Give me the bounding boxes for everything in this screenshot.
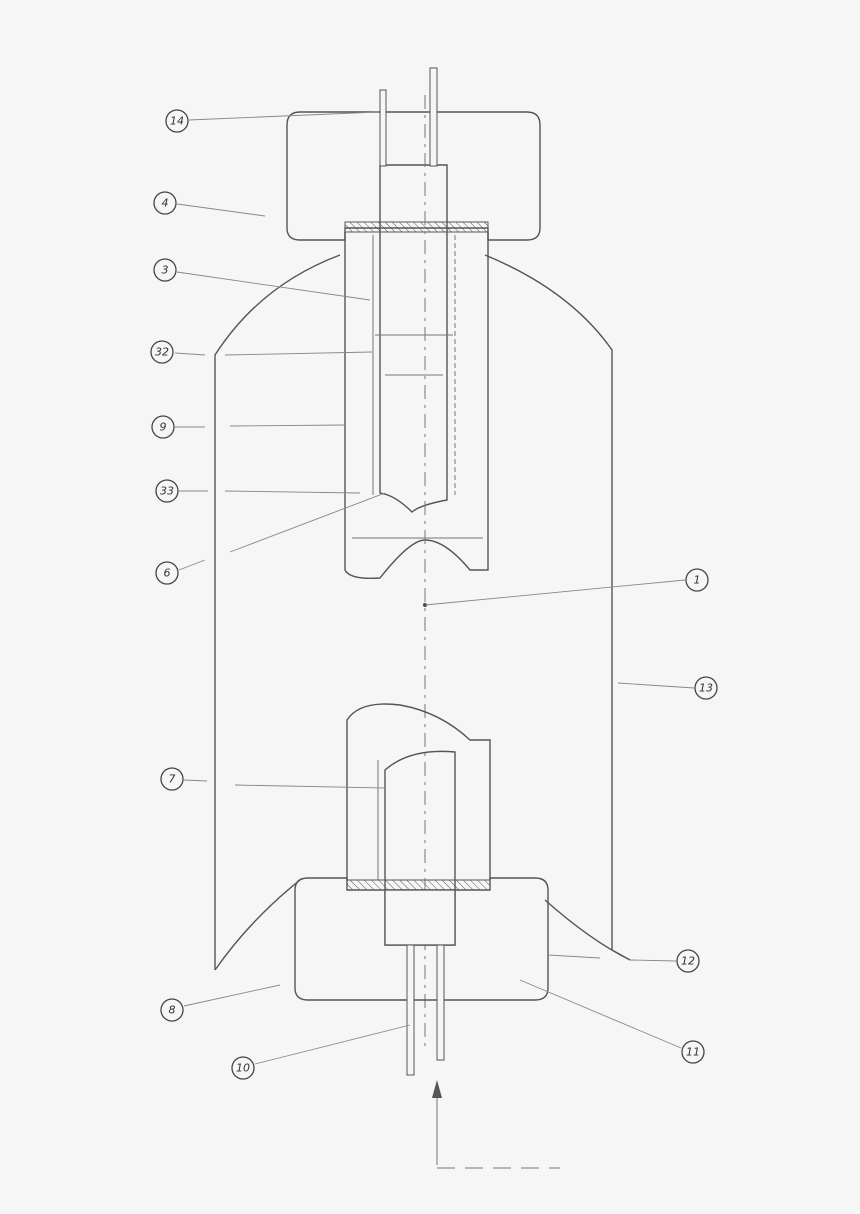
svg-text:14: 14 (170, 115, 184, 128)
label-9: 9 (151, 415, 175, 439)
svg-text:13: 13 (699, 682, 713, 695)
svg-text:4: 4 (162, 197, 169, 210)
label-14: 14 (165, 109, 189, 133)
label-10: 10 (231, 1056, 255, 1080)
bottom-lead-wires (406, 944, 445, 1076)
top-lead-wires (379, 67, 438, 167)
svg-text:32: 32 (155, 346, 169, 359)
label-3: 3 (153, 258, 177, 282)
svg-text:10: 10 (236, 1062, 250, 1075)
svg-text:11: 11 (686, 1046, 700, 1059)
label-13: 13 (694, 676, 718, 700)
label-32: 32 (150, 340, 174, 364)
outer-envelope (214, 254, 631, 971)
upper-electrode-cavity (344, 232, 489, 580)
label-11: 11 (681, 1040, 705, 1064)
svg-text:33: 33 (160, 485, 174, 498)
flow-arrow (432, 1080, 560, 1169)
label-8: 8 (160, 998, 184, 1022)
upper-inner-tube (379, 164, 448, 513)
svg-text:1: 1 (694, 574, 701, 587)
lower-electrode-cavity (346, 703, 491, 880)
svg-text:7: 7 (169, 773, 176, 786)
label-12: 12 (676, 949, 700, 973)
svg-text:3: 3 (162, 264, 169, 277)
bottom-cap (294, 877, 549, 1001)
svg-text:8: 8 (169, 1004, 176, 1017)
svg-text:9: 9 (160, 421, 167, 434)
label-6: 6 (155, 561, 179, 585)
label-33: 33 (155, 479, 179, 503)
svg-text:12: 12 (681, 955, 695, 968)
label-1: 1 (685, 568, 709, 592)
label-7: 7 (160, 767, 184, 791)
top-cap (286, 111, 541, 241)
label-4: 4 (153, 191, 177, 215)
svg-text:6: 6 (164, 567, 171, 580)
leader-lines (174, 111, 695, 1065)
